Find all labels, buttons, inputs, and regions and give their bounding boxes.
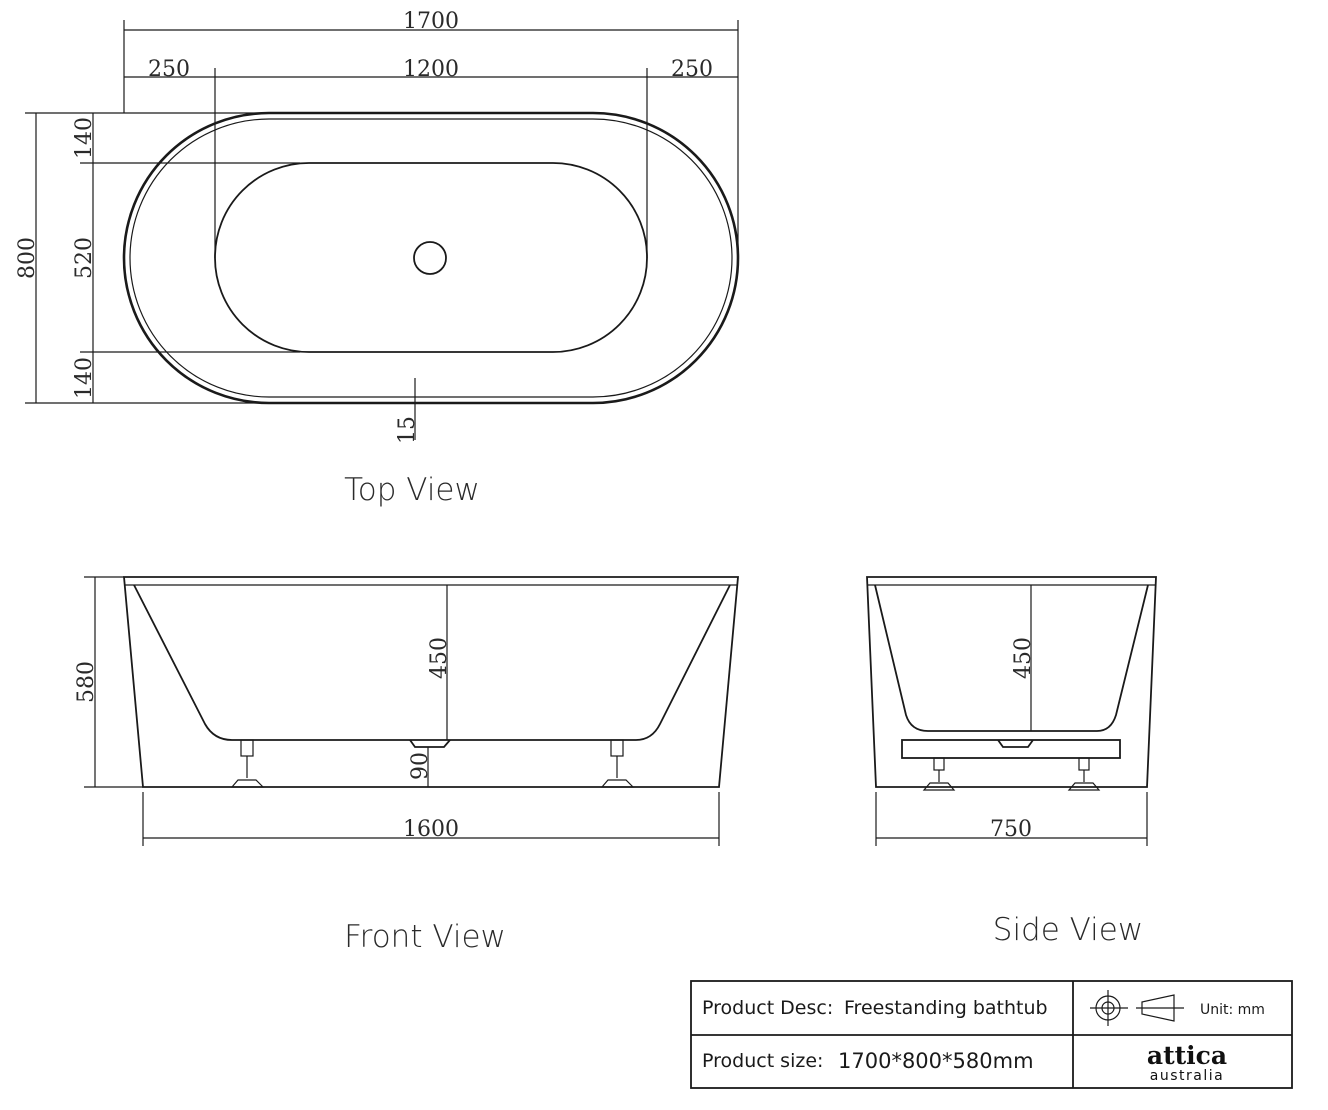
tub-rim-edge [129,118,733,398]
side-view: 450 750 Side View [866,576,1157,948]
tub-outer-rim [122,111,740,405]
product-desc-label: Product Desc: [702,997,833,1019]
title-block: Product Desc: Freestanding bathtub Produ… [690,980,1293,1089]
view-title-front: Front View [344,919,506,955]
side-inner-basin [874,584,1149,732]
foot-left [933,757,945,771]
dim-rim-top: 140 [72,117,97,159]
dim-inner-length: 1200 [403,57,459,82]
side-drain [997,739,1034,748]
foot-left [240,739,254,757]
product-size-value: 1700*800*580mm [838,1049,1034,1073]
brand-logo-sub: australia [1150,1068,1224,1084]
view-title-top: Top View [344,472,480,508]
dim-overall-width: 800 [15,237,40,279]
third-angle-projection-icon [1090,990,1184,1026]
dim-depth: 450 [427,637,452,679]
dim-base-length: 1600 [403,817,459,842]
product-size-label: Product size: [702,1050,823,1072]
dim-height: 580 [74,661,99,703]
dim-left-end: 250 [148,57,190,82]
product-desc-value: Freestanding bathtub [844,997,1048,1019]
drain-icon [413,241,447,275]
unit-label: Unit: mm [1200,1002,1265,1018]
foot-right [1078,757,1090,771]
side-outer-shell [866,576,1157,788]
dim-overall-length: 1700 [403,9,459,34]
dim-base-width: 750 [990,817,1032,842]
dim-wall: 15 [395,416,420,444]
front-inner-basin [133,584,731,741]
foot-right [610,739,624,757]
dim-depth: 450 [1011,637,1036,679]
dim-right-end: 250 [671,57,713,82]
foot-pad [922,782,956,791]
dim-foot: 90 [408,752,433,780]
front-view: 580 450 90 1600 Front View [74,576,739,955]
front-drain [409,739,451,748]
dim-rim-bottom: 140 [72,357,97,399]
view-title-side: Side View [993,912,1143,948]
top-view: 1700 250 1200 250 800 140 520 140 15 Top… [15,9,740,508]
foot-pad [230,779,265,788]
foot-pad [600,779,635,788]
tub-inner-basin [214,162,648,353]
front-outer-shell [123,576,739,788]
foot-pad [1067,782,1101,791]
dim-inner-width: 520 [72,237,97,279]
brand-logo-main: attica [1147,1041,1227,1070]
side-base-plate [901,739,1121,759]
